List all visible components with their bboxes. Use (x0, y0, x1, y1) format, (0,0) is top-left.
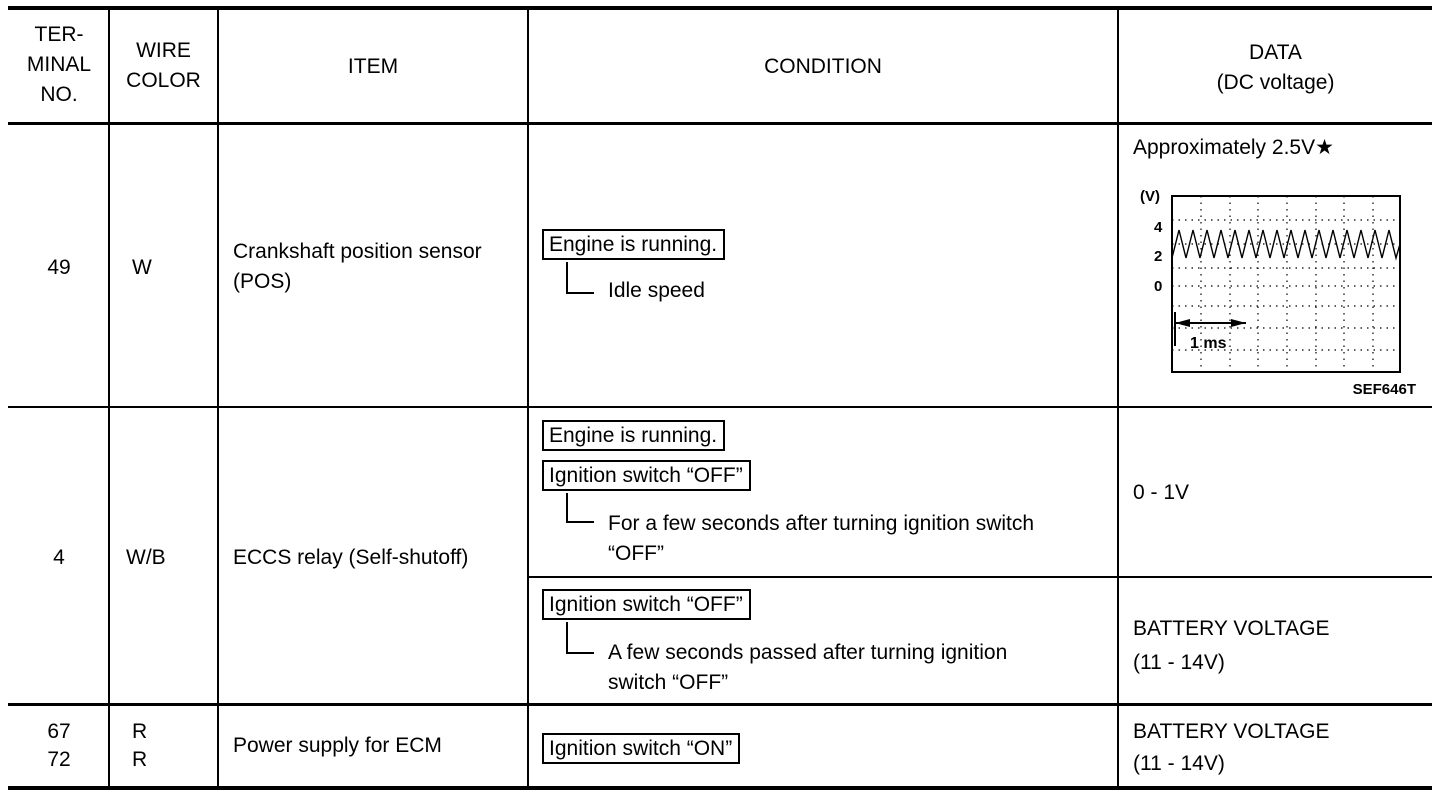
header-data-line1: DATA (1249, 41, 1302, 64)
row-divider-1 (8, 406, 1432, 408)
waveform-time-arrow-left (1175, 319, 1190, 327)
row2a-condition-sub-line2: “OFF” (608, 542, 664, 565)
row2a-condition-sub: For a few seconds after turning ignition… (608, 509, 1034, 569)
row3-data-line2: (11 - 14V) (1133, 752, 1225, 775)
header-item: ITEM (347, 55, 399, 78)
header-condition: CONDITION (764, 55, 882, 78)
row-divider-inner (527, 576, 1432, 578)
row2a-condition-sub-line1: For a few seconds after turning ignition… (608, 512, 1035, 535)
column-divider-3 (527, 8, 529, 788)
row-divider-2 (8, 703, 1432, 706)
row1-item-line2: (POS) (233, 270, 292, 293)
row1-terminal: 49 (47, 256, 71, 279)
row3-terminal-line1: 67 (47, 720, 71, 743)
waveform-time-arrow-right (1231, 319, 1246, 327)
row1-data: Approximately 2.5V★ (1133, 136, 1334, 159)
row2-terminal: 4 (53, 546, 65, 569)
waveform-time-label: 1 ms (1190, 335, 1227, 352)
header-data-line2: (DC voltage) (1216, 71, 1335, 94)
waveform-grid (1172, 196, 1400, 372)
row3-wire-line2: R (132, 748, 148, 771)
header-terminal-no: TER- MINAL NO. (10, 20, 108, 110)
row2a-condition-box-1: Engine is running. (542, 420, 726, 451)
column-divider-1 (108, 8, 110, 788)
table-top-border (8, 6, 1432, 10)
header-terminal-line2: MINAL (26, 53, 92, 76)
waveform-y-label-4: 4 (1154, 219, 1163, 236)
row2b-data-line1: BATTERY VOLTAGE (1133, 617, 1330, 640)
waveform-y-label-2: 2 (1154, 248, 1162, 265)
column-divider-2 (217, 8, 219, 788)
row3-item: Power supply for ECM (233, 734, 442, 757)
row2b-data-line2: (11 - 14V) (1133, 651, 1225, 674)
row3-wire-line1: R (132, 720, 148, 743)
row1-condition-sub: Idle speed (608, 279, 705, 302)
row2b-condition-sub: A few seconds passed after turning ignit… (608, 638, 1007, 698)
row2-wire-color: W/B (126, 546, 166, 569)
row2b-data: BATTERY VOLTAGE (11 - 14V) (1133, 612, 1329, 680)
header-wire-line2: COLOR (126, 69, 201, 92)
row3-data: BATTERY VOLTAGE (11 - 14V) (1133, 716, 1329, 780)
row3-wire-color: R R (132, 718, 147, 774)
row2a-condition-box-2: Ignition switch “OFF” (542, 460, 751, 491)
row2b-condition-box: Ignition switch “OFF” (542, 589, 751, 620)
waveform-trace (1171, 229, 1401, 261)
header-wire-line1: WIRE (136, 39, 191, 62)
row3-terminal-line2: 72 (47, 748, 71, 771)
row1-item-line1: Crankshaft position sensor (233, 240, 482, 263)
row2b-condition-branch (566, 622, 594, 654)
row1-condition-branch (566, 262, 594, 294)
waveform-unit-label: (V) (1140, 188, 1160, 205)
row2a-condition-branch (566, 493, 594, 523)
row1-item: Crankshaft position sensor (POS) (233, 237, 482, 297)
row3-terminal: 67 72 (10, 718, 108, 774)
row1-condition-box: Engine is running. (542, 229, 726, 260)
header-terminal-line3: NO. (40, 83, 78, 106)
row2-item: ECCS relay (Self-shutoff) (233, 546, 469, 569)
header-terminal-line1: TER- (34, 23, 84, 46)
waveform-figure-code: SEF646T (1353, 381, 1416, 398)
table-bottom-border (8, 786, 1432, 790)
row2b-condition-sub-line2: switch “OFF” (608, 671, 729, 694)
header-bottom-border (8, 122, 1432, 125)
waveform-frame (1171, 195, 1401, 373)
header-wire-color: WIRE COLOR (110, 36, 217, 96)
waveform-chart: (V) 4 2 0 1 ms SEF646T (1140, 188, 1416, 398)
row2b-condition-sub-line1: A few seconds passed after turning ignit… (608, 641, 1008, 664)
row3-condition-box: Ignition switch “ON” (542, 733, 741, 764)
column-divider-4 (1117, 8, 1119, 788)
header-data: DATA (DC voltage) (1119, 38, 1432, 98)
row1-wire-color: W (132, 256, 152, 279)
waveform-y-label-0: 0 (1154, 278, 1162, 295)
row2a-data: 0 - 1V (1133, 481, 1190, 504)
row3-data-line1: BATTERY VOLTAGE (1133, 720, 1330, 743)
